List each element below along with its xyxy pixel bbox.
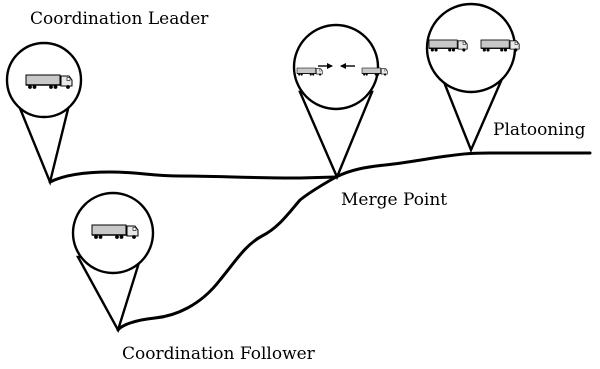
leader-pin [5,41,83,186]
leader-road [48,170,338,184]
platoon-road [334,151,592,179]
platooning-label: Platooning [493,120,586,140]
arrow-left-icon [340,63,355,69]
follower-pin [71,191,155,334]
arrow-right-icon [318,63,333,69]
follower-road [116,175,338,332]
coordination-follower-label: Coordination Follower [122,344,316,364]
platoon-pin [425,2,520,154]
merge-pin [292,23,388,181]
merge-point-label: Merge Point [341,190,447,210]
coordination-leader-label: Coordination Leader [30,9,209,29]
